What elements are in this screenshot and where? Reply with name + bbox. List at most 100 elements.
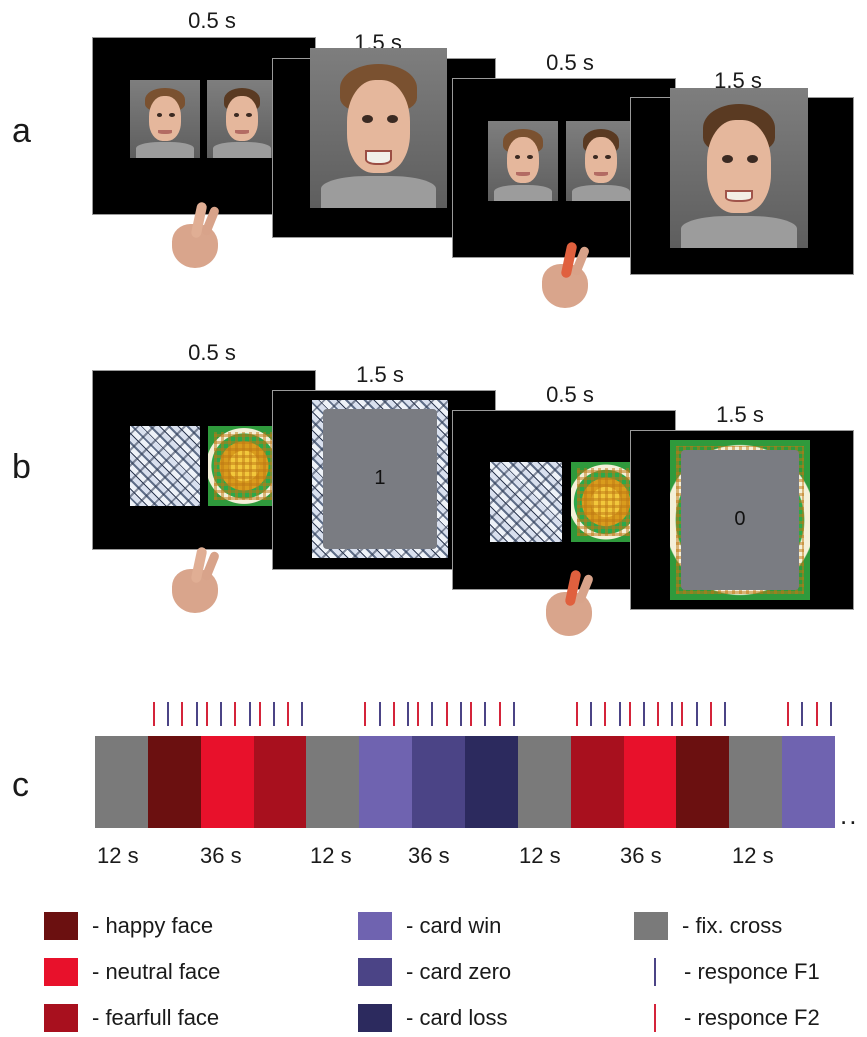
timeline-segment-win bbox=[359, 736, 413, 828]
duration-label: 0.5 s bbox=[188, 340, 236, 365]
legend-swatch bbox=[44, 1004, 78, 1032]
response-tick bbox=[417, 702, 420, 726]
response-tick bbox=[815, 702, 818, 726]
response-tick bbox=[484, 702, 487, 726]
fearful-face-image bbox=[310, 48, 447, 208]
card-value: 1 bbox=[322, 409, 438, 549]
hand-press-icon bbox=[546, 569, 596, 646]
legend-label: - neutral face bbox=[92, 959, 221, 984]
legend-label: - fearfull face bbox=[92, 1005, 220, 1030]
timeline-duration-label: 12 s bbox=[97, 843, 139, 868]
timeline-segment-fear bbox=[253, 736, 307, 828]
response-tick bbox=[248, 702, 251, 726]
legend-item-loss: - card loss bbox=[358, 1004, 507, 1032]
legend-item-f2: - responce F2 bbox=[634, 1004, 820, 1032]
response-tick bbox=[470, 702, 472, 726]
face-image bbox=[130, 80, 200, 158]
card-plaid-large: 1 bbox=[312, 400, 448, 558]
response-tick bbox=[234, 702, 237, 726]
response-tick bbox=[671, 702, 674, 726]
card-value: 0 bbox=[681, 449, 799, 591]
legend-label: - responce F2 bbox=[684, 1005, 820, 1030]
timeline-segment-win bbox=[782, 736, 836, 828]
timeline-segment-zero bbox=[412, 736, 466, 828]
legend-item-fear: - fearfull face bbox=[44, 1004, 219, 1032]
panel-label-b: b bbox=[12, 448, 31, 486]
timeline-duration-label: 12 s bbox=[310, 843, 352, 868]
response-tick bbox=[167, 702, 170, 726]
timeline-segment-fix bbox=[95, 736, 149, 828]
legend-item-neutral: - neutral face bbox=[44, 958, 220, 986]
legend-swatch bbox=[634, 912, 668, 940]
response-tick bbox=[590, 702, 592, 726]
response-ticks bbox=[95, 702, 835, 726]
timeline-segment-loss bbox=[465, 736, 519, 828]
face-image bbox=[566, 121, 636, 201]
response-tick bbox=[512, 702, 515, 726]
legend-line bbox=[654, 958, 656, 986]
response-tick bbox=[604, 702, 607, 726]
response-tick bbox=[618, 702, 621, 726]
timeline-duration-label: 36 s bbox=[620, 843, 662, 868]
response-tick bbox=[460, 702, 462, 726]
block-timeline bbox=[95, 736, 836, 828]
timeline-segment-fix bbox=[729, 736, 783, 828]
response-tick bbox=[642, 702, 645, 726]
response-tick bbox=[195, 702, 198, 726]
legend-swatch bbox=[358, 912, 392, 940]
duration-label: 0.5 s bbox=[546, 50, 594, 75]
timeline-segment-happy bbox=[676, 736, 730, 828]
response-tick bbox=[830, 702, 832, 726]
response-tick bbox=[181, 702, 184, 726]
response-tick bbox=[258, 702, 261, 726]
legend-swatch bbox=[358, 958, 392, 986]
legend-label: - card zero bbox=[406, 959, 512, 984]
timeline-duration-label: 36 s bbox=[200, 843, 242, 868]
response-tick bbox=[628, 702, 631, 726]
response-tick bbox=[710, 702, 712, 726]
duration-label: 1.5 s bbox=[356, 362, 404, 387]
timeline-segment-neutral bbox=[623, 736, 677, 828]
hand-press-icon bbox=[542, 241, 592, 318]
response-tick bbox=[205, 702, 208, 726]
response-tick bbox=[575, 702, 578, 726]
panel-label-a: a bbox=[12, 112, 31, 150]
response-tick bbox=[301, 702, 304, 726]
timeline-segment-neutral bbox=[200, 736, 255, 828]
legend-swatch bbox=[44, 958, 78, 986]
legend-line bbox=[654, 1004, 656, 1032]
panel-label-c: c bbox=[12, 766, 29, 804]
legend-item-f1: - responce F1 bbox=[634, 958, 820, 986]
response-tick bbox=[657, 702, 660, 726]
timeline-duration-label: 36 s bbox=[408, 843, 450, 868]
legend-swatch bbox=[44, 912, 78, 940]
legend-label: - card win bbox=[406, 913, 502, 938]
legend-label: - responce F1 bbox=[684, 959, 820, 984]
legend-label: - happy face bbox=[92, 913, 214, 938]
timeline-duration-label: 12 s bbox=[519, 843, 561, 868]
timeline-segment-happy bbox=[147, 736, 202, 828]
response-tick bbox=[378, 702, 381, 726]
response-tick bbox=[431, 702, 434, 726]
card-image bbox=[571, 462, 641, 542]
card-image bbox=[208, 426, 280, 506]
legend-label: - fix. cross bbox=[682, 913, 783, 938]
hand-press-icon bbox=[172, 546, 222, 627]
timeline-ellipsis: .. bbox=[840, 800, 859, 830]
hand-press-icon bbox=[172, 201, 222, 282]
legend-item-win: - card win bbox=[358, 912, 501, 940]
card-image bbox=[130, 426, 200, 506]
legend-item-happy: - happy face bbox=[44, 912, 213, 940]
legend-swatch bbox=[358, 1004, 392, 1032]
timeline-duration-label: 12 s bbox=[732, 843, 774, 868]
response-tick bbox=[287, 702, 290, 726]
duration-label: 0.5 s bbox=[546, 382, 594, 407]
response-tick bbox=[364, 702, 367, 726]
legend-label: - card loss bbox=[406, 1005, 508, 1030]
face-image bbox=[207, 80, 277, 158]
response-tick bbox=[724, 702, 727, 726]
response-tick bbox=[445, 702, 448, 726]
face-image bbox=[488, 121, 558, 201]
timeline-segment-fear bbox=[570, 736, 625, 828]
response-tick bbox=[392, 702, 395, 726]
